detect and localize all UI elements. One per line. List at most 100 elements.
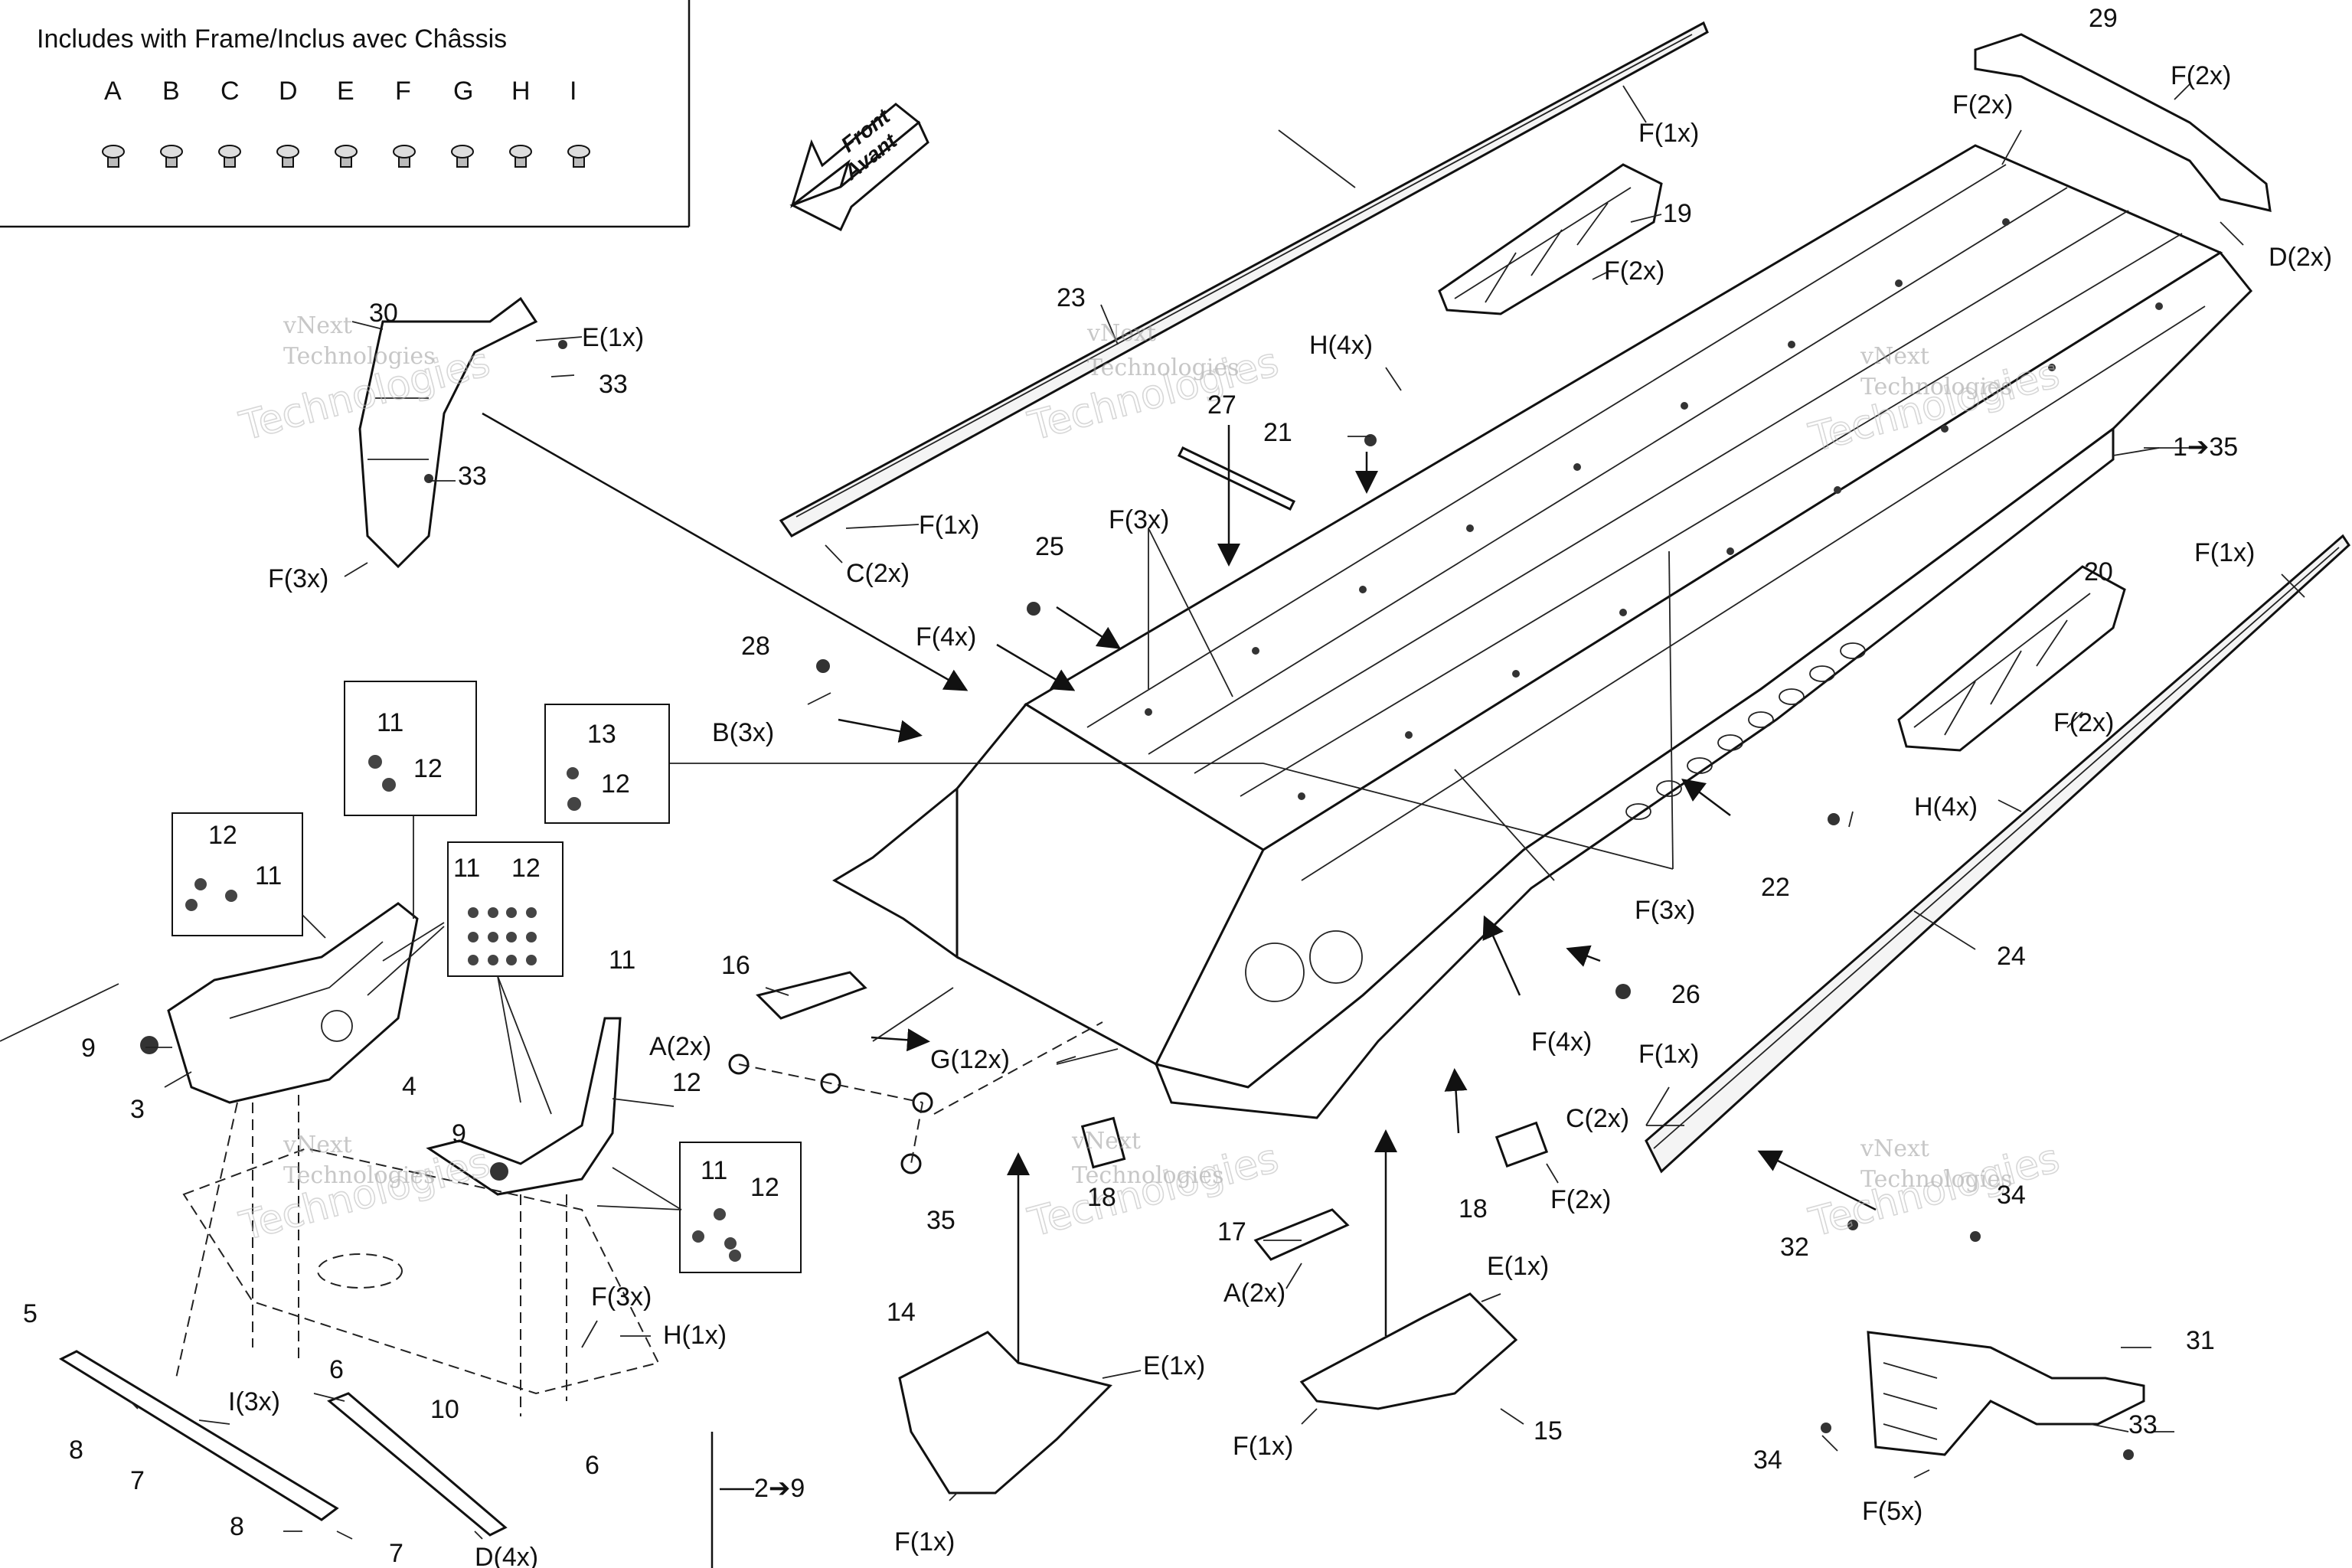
callout: G(12x) — [930, 1045, 1010, 1074]
svg-text:vNext: vNext — [1860, 343, 1929, 370]
callout: 6 — [329, 1355, 344, 1384]
svg-text:vNext: vNext — [1071, 1128, 1141, 1155]
callout: F(3x) — [268, 564, 328, 593]
rail-23 — [779, 21, 1709, 537]
callout: F(3x) — [1109, 505, 1169, 534]
step-16 — [756, 971, 867, 1020]
callout: 13 — [587, 720, 616, 749]
callout: 12 — [750, 1173, 779, 1202]
callout: 11 — [453, 854, 480, 883]
callout: 12 — [672, 1068, 701, 1097]
callout: 8 — [69, 1436, 83, 1465]
bracket-31 — [1867, 1331, 2145, 1456]
callout: 30 — [369, 299, 398, 328]
fastener-b: B — [160, 77, 183, 168]
callout: 19 — [1663, 199, 1692, 228]
callout: F(2x) — [1604, 256, 1664, 286]
fastener-letter: D — [279, 77, 298, 106]
fastener-letter: E — [337, 77, 354, 106]
callout: H(4x) — [1309, 331, 1373, 360]
callout: 6 — [585, 1451, 599, 1480]
fastener-head — [160, 145, 183, 158]
plate-19 — [1438, 163, 1663, 315]
fastener-head — [567, 145, 590, 158]
svg-text:vNext: vNext — [1086, 320, 1156, 347]
svg-text:Technologies: Technologies — [1860, 374, 2013, 400]
svg-text:vNext: vNext — [283, 312, 352, 339]
callout: 28 — [741, 632, 770, 661]
fastener-h: H — [509, 77, 532, 168]
callout: 11 — [377, 708, 403, 737]
detail-box-11-12-top — [344, 681, 477, 816]
callout: F(4x) — [1531, 1027, 1592, 1057]
callout: C(2x) — [1566, 1104, 1629, 1133]
fastener-a: A — [102, 77, 125, 168]
callout: B(3x) — [712, 718, 774, 747]
callout: 24 — [1997, 942, 2026, 971]
svg-text:Technologies: Technologies — [1072, 1162, 1224, 1189]
svg-text:Technologies: Technologies — [235, 1139, 495, 1250]
callout: 9 — [452, 1119, 466, 1148]
plate-18-left — [1080, 1116, 1126, 1169]
fastener-legend: Includes with Frame/Inclus avec Châssis … — [0, 0, 691, 228]
callout: 34 — [1997, 1181, 2026, 1210]
fastener-d: D — [276, 77, 299, 168]
callout: F(2x) — [2171, 61, 2231, 90]
step-17 — [1253, 1208, 1350, 1261]
fastener-head — [276, 145, 299, 158]
fastener-letter: A — [104, 77, 122, 106]
callout: 5 — [23, 1299, 38, 1328]
callout: 11 — [701, 1156, 727, 1185]
callout: 35 — [926, 1206, 956, 1235]
callout: F(3x) — [591, 1282, 652, 1312]
callout: 4 — [402, 1072, 416, 1101]
callout-labels: F(1x) 23 F(1x) C(2x) 29 F(2x) F(2x) D(2x… — [23, 4, 2332, 1568]
detail-box-11-12-lower — [679, 1142, 802, 1273]
callout: D(4x) — [475, 1543, 538, 1568]
legend-title: Includes with Frame/Inclus avec Châssis — [37, 24, 507, 54]
fastener-letter: I — [570, 77, 577, 106]
bracket-30 — [358, 296, 538, 569]
fastener-f: F — [393, 77, 416, 168]
bar-27 — [1177, 446, 1296, 511]
callout: 29 — [2089, 4, 2118, 33]
callout: F(2x) — [1550, 1185, 1611, 1214]
fastener-letter: B — [162, 77, 180, 106]
callout: 3 — [130, 1095, 145, 1124]
callout: F(2x) — [1952, 90, 2013, 119]
svg-text:vNext: vNext — [1860, 1135, 1929, 1162]
callout: 16 — [721, 951, 750, 980]
fastener-letter: G — [453, 77, 473, 106]
callout: F(2x) — [2053, 708, 2114, 737]
callout: 17 — [1217, 1217, 1246, 1246]
callout: 31 — [2186, 1326, 2215, 1355]
svg-text:Technologies: Technologies — [283, 343, 436, 370]
svg-text:Technologies: Technologies — [283, 1162, 436, 1189]
callout: F(1x) — [1638, 1040, 1699, 1069]
callout: H(1x) — [663, 1321, 727, 1350]
callout: F(4x) — [916, 622, 976, 652]
callout: A(2x) — [649, 1032, 711, 1061]
callout: 32 — [1780, 1233, 1809, 1262]
plate-20 — [1897, 565, 2126, 752]
callout: 12 — [208, 821, 237, 850]
callout: I(3x) — [228, 1387, 280, 1416]
callout: F(3x) — [1635, 896, 1695, 925]
fastener-head — [218, 145, 241, 158]
callout: F(1x) — [919, 511, 979, 540]
callout: D(2x) — [2269, 243, 2332, 272]
callout: 2➔9 — [754, 1474, 805, 1503]
angle-bar-10 — [327, 1392, 508, 1537]
bracket-29 — [1974, 33, 2272, 212]
callout: E(1x) — [1487, 1252, 1549, 1281]
callout: 10 — [430, 1395, 459, 1424]
rail-24 — [1645, 534, 2350, 1174]
tunnel-frame — [832, 144, 2253, 1119]
callout: F(1x) — [1233, 1432, 1293, 1461]
front-direction-arrow: Front Avant — [789, 103, 929, 232]
callout: E(1x) — [582, 323, 644, 352]
fastener-head — [509, 145, 532, 158]
callout: 12 — [413, 754, 443, 783]
svg-text:Technologies: Technologies — [1087, 354, 1240, 381]
